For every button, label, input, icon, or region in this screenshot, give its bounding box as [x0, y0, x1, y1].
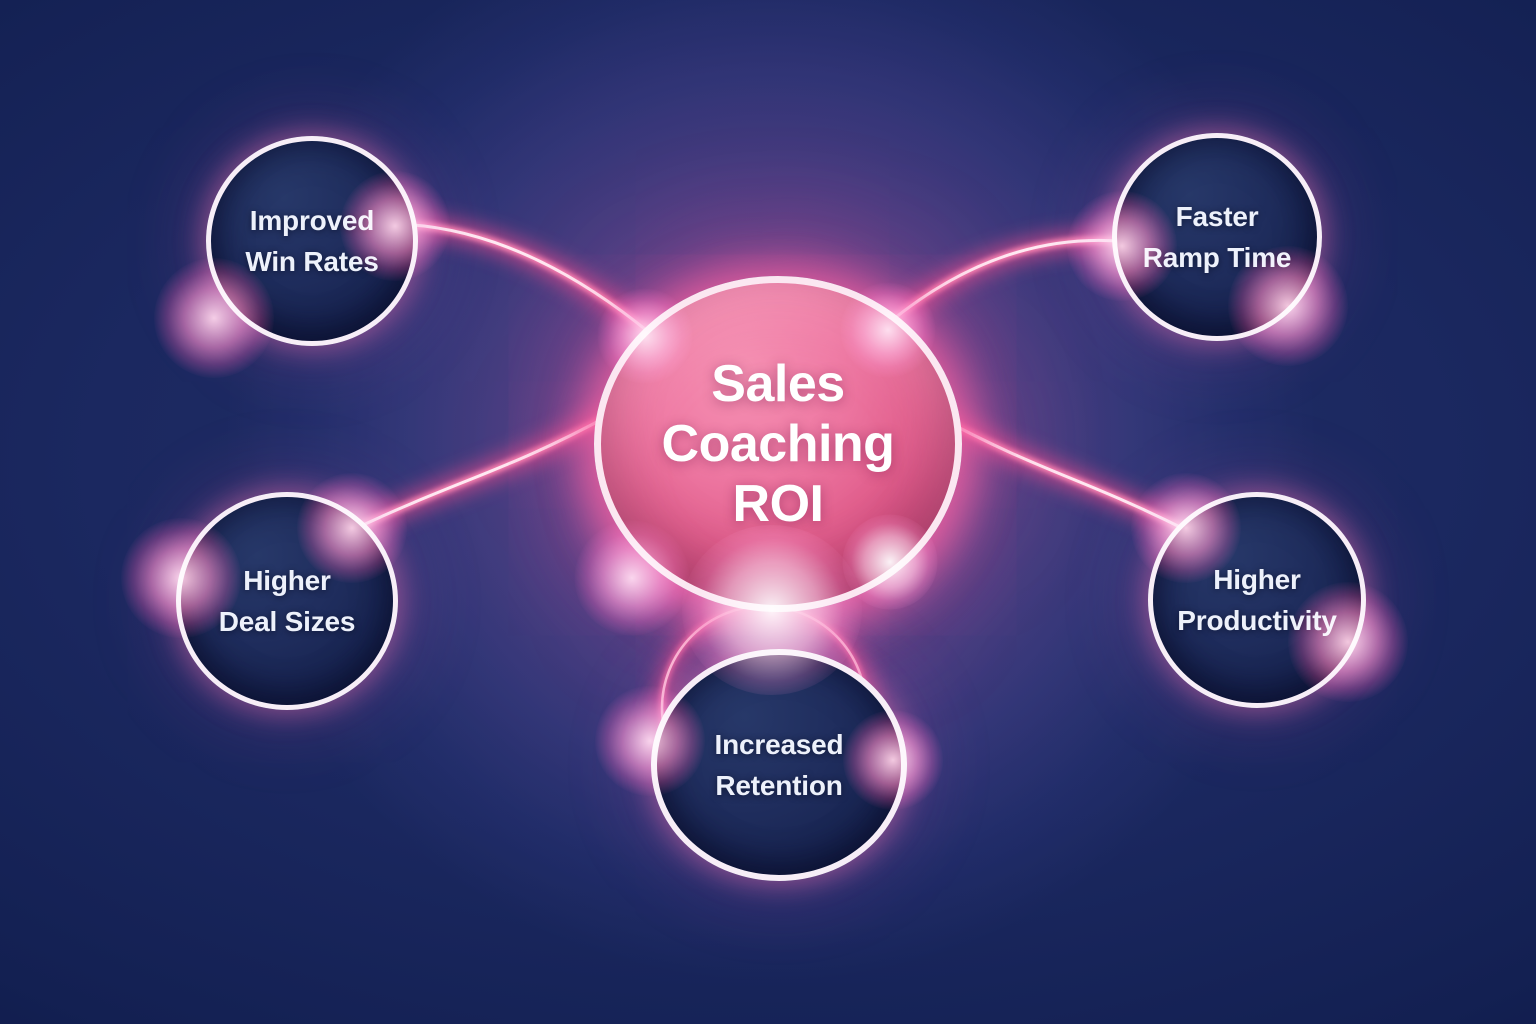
node-improved-win-rates: Improved Win Rates [206, 136, 418, 346]
node-label: Higher Productivity [1177, 559, 1337, 641]
node-line-1: Improved [249, 205, 375, 236]
node-line-2: Productivity [1177, 605, 1337, 636]
node-line-1: Higher [243, 565, 331, 596]
connector-center-to-deal-sizes [338, 405, 620, 542]
node-line-1: Increased [714, 729, 844, 760]
node-label: Improved Win Rates [245, 200, 379, 282]
center-line-1: Sales [711, 355, 845, 413]
node-sales-coaching-roi: Sales Coaching ROI [594, 276, 962, 612]
node-label: Increased Retention [715, 724, 844, 806]
node-line-2: Retention [715, 770, 843, 801]
node-higher-productivity: Higher Productivity [1148, 492, 1366, 708]
node-line-2: Win Rates [245, 246, 379, 277]
node-label: Faster Ramp Time [1143, 196, 1292, 278]
node-faster-ramp-time: Faster Ramp Time [1112, 133, 1322, 341]
connector-center-to-win-rates [383, 214, 680, 360]
connector-center-to-ramp-time [868, 230, 1140, 342]
node-increased-retention: Increased Retention [651, 649, 907, 881]
node-line-1: Faster [1175, 201, 1259, 232]
node-line-1: Higher [1213, 564, 1301, 595]
node-label: Higher Deal Sizes [219, 560, 356, 642]
node-higher-deal-sizes: Higher Deal Sizes [176, 492, 398, 710]
connector-center-to-productivity [925, 405, 1198, 541]
node-line-2: Ramp Time [1142, 242, 1292, 273]
node-line-2: Deal Sizes [218, 606, 356, 637]
center-line-2: Coaching [661, 415, 895, 473]
center-line-3: ROI [732, 475, 824, 533]
center-node-label: Sales Coaching ROI [662, 354, 895, 534]
